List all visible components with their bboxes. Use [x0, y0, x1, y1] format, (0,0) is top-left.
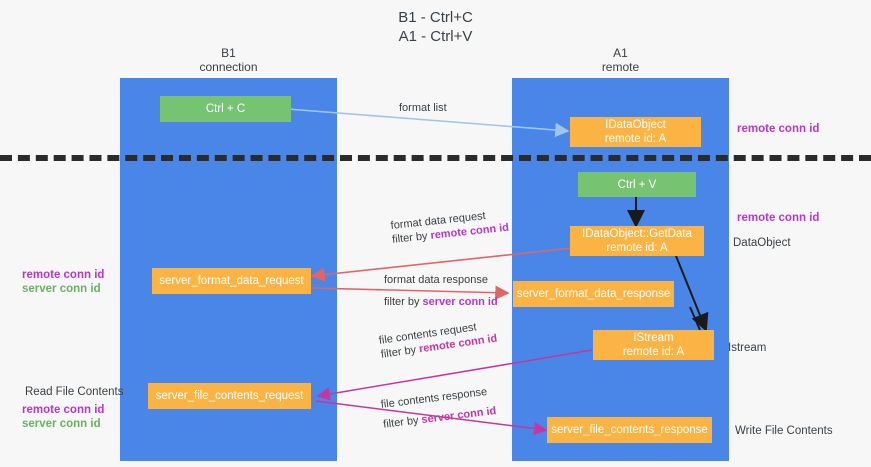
annotation-left-server-conn-id-bottom: server conn id — [22, 418, 101, 430]
lane-header-a1-role: remote — [601, 60, 640, 74]
node-idataobject-getdata[interactable]: IDataObject::GetData remote id: A — [570, 226, 704, 256]
edge-label-format-data-response-line-1: format data response — [384, 274, 488, 286]
node-istream[interactable]: IStream remote id: A — [593, 330, 714, 360]
annotation-right-istream: Istream — [728, 342, 767, 354]
edge-label-format-data-response-keyword: server conn id — [422, 296, 498, 308]
node-idataobject[interactable]: IDataObject remote id: A — [570, 117, 701, 147]
annotation-left-remote-conn-id-bottom: remote conn id — [22, 404, 105, 416]
edge-label-format-list: format list — [399, 101, 447, 115]
node-server-format-data-response[interactable]: server_format_data_response — [513, 281, 674, 307]
annotation-right-dataobject: DataObject — [733, 237, 791, 249]
edge-label-file-contents-response: file contents response filter by server … — [380, 384, 497, 432]
edge-label-file-contents-response-keyword: server conn id — [420, 404, 497, 427]
node-ctrl-c-label: Ctrl + C — [205, 103, 246, 115]
node-server-file-contents-response-label: server_file_contents_response — [551, 424, 708, 436]
edge-label-file-contents-request-prefix: filter by — [380, 343, 420, 361]
annotation-right-write-file-contents: Write File Contents — [735, 425, 833, 437]
lane-header-b1: B1 connection — [120, 46, 337, 74]
page-title-line-1: B1 - Ctrl+C — [398, 9, 473, 26]
edge-label-format-data-response: format data response filter by server co… — [384, 273, 498, 309]
edge-label-format-data-request: format data request filter by remote con… — [390, 207, 510, 247]
node-server-file-contents-request[interactable]: server_file_contents_request — [148, 383, 311, 409]
node-ctrl-c[interactable]: Ctrl + C — [160, 96, 291, 122]
node-server-file-contents-response[interactable]: server_file_contents_response — [547, 417, 712, 443]
node-istream-line-1: IStream — [633, 332, 674, 344]
node-server-format-data-response-label: server_format_data_response — [516, 288, 671, 300]
edge-label-format-data-response-prefix: filter by — [384, 296, 423, 308]
lane-header-b1-name: B1 — [221, 46, 236, 60]
annotation-left-read-file-contents: Read File Contents — [25, 386, 124, 398]
node-ctrl-v-label: Ctrl + V — [617, 178, 657, 191]
edge-label-format-list-text: format list — [399, 102, 447, 114]
node-ctrl-v[interactable]: Ctrl + V — [578, 172, 696, 197]
edge-label-format-data-response-line-2: filter by server conn id — [384, 295, 498, 309]
page-title: B1 - Ctrl+C A1 - Ctrl+V — [0, 8, 871, 46]
edge-label-file-contents-response-prefix: filter by — [382, 414, 423, 431]
node-idataobject-getdata-line-2: remote id: A — [606, 242, 668, 254]
annotation-left-server-conn-id: server conn id — [22, 283, 101, 295]
page-title-line-2: A1 - Ctrl+V — [398, 28, 473, 45]
node-istream-line-2: remote id: A — [622, 346, 685, 358]
lane-header-a1-name: A1 — [613, 46, 628, 60]
annotation-right-remote-conn-id-mid: remote conn id — [737, 212, 820, 224]
node-idataobject-line-2: remote id: A — [604, 133, 667, 145]
lane-header-b1-role: connection — [199, 60, 258, 74]
node-server-file-contents-request-label: server_file_contents_request — [155, 390, 304, 402]
edge-label-format-data-request-prefix: filter by — [391, 229, 432, 246]
node-idataobject-line-1: IDataObject — [605, 119, 666, 131]
annotation-left-remote-conn-id: remote conn id — [22, 269, 105, 281]
node-idataobject-getdata-line-1: IDataObject::GetData — [582, 228, 692, 240]
annotation-right-remote-conn-id-top: remote conn id — [737, 123, 820, 135]
edge-label-file-contents-request: file contents request filter by remote c… — [378, 318, 498, 362]
phase-divider — [0, 155, 871, 161]
node-server-format-data-request-label: server_format_data_request — [159, 275, 304, 287]
node-server-format-data-request[interactable]: server_format_data_request — [152, 268, 311, 294]
lane-header-a1: A1 remote — [512, 46, 729, 74]
